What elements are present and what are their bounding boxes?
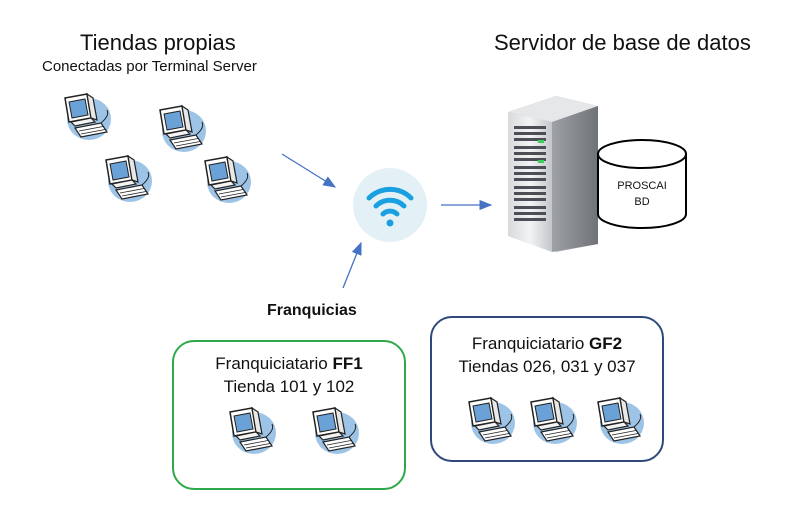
database-name: PROSCAI (617, 180, 667, 192)
franchisee-gf2-prefix: Franquiciatario (471, 334, 590, 353)
franchises-label: Franquicias (267, 302, 357, 319)
server-tower-icon (508, 96, 598, 252)
computer-icon (98, 154, 154, 206)
computer-icon (461, 396, 517, 448)
arrow-own-stores-to-network (281, 153, 337, 188)
computer-icon (590, 396, 646, 448)
database-icon (597, 139, 687, 229)
franchisee-ff1-code: FF1 (332, 354, 363, 373)
computer-icon (57, 92, 113, 144)
computer-icon (197, 155, 253, 207)
wifi-icon (353, 168, 427, 242)
computer-icon (523, 396, 579, 448)
franchisee-ff1-title: Franquiciatario FF1 (174, 354, 404, 374)
franchisee-ff1-prefix: Franquiciatario (215, 354, 333, 373)
own-stores-title: Tiendas propias (80, 30, 236, 55)
franchisee-gf2-stores: Tiendas 026, 031 y 037 (458, 357, 636, 376)
computer-icon (222, 406, 278, 458)
arrow-franchises-to-network (342, 241, 362, 289)
franchisee-gf2-code: GF2 (589, 334, 623, 353)
computer-icon (152, 104, 208, 156)
franchisee-ff1-box: Franquiciatario FF1 Tienda 101 y 102 (172, 340, 406, 490)
own-stores-subtitle: Conectadas por Terminal Server (42, 58, 257, 75)
database-label: PROSCAI BD (596, 178, 688, 210)
franchisee-gf2-title: Franquiciatario GF2 (432, 334, 662, 354)
database-type: BD (634, 196, 650, 208)
server-title: Servidor de base de datos (494, 30, 751, 55)
franchisee-ff1-stores: Tienda 101 y 102 (223, 377, 355, 396)
computer-icon (305, 406, 361, 458)
